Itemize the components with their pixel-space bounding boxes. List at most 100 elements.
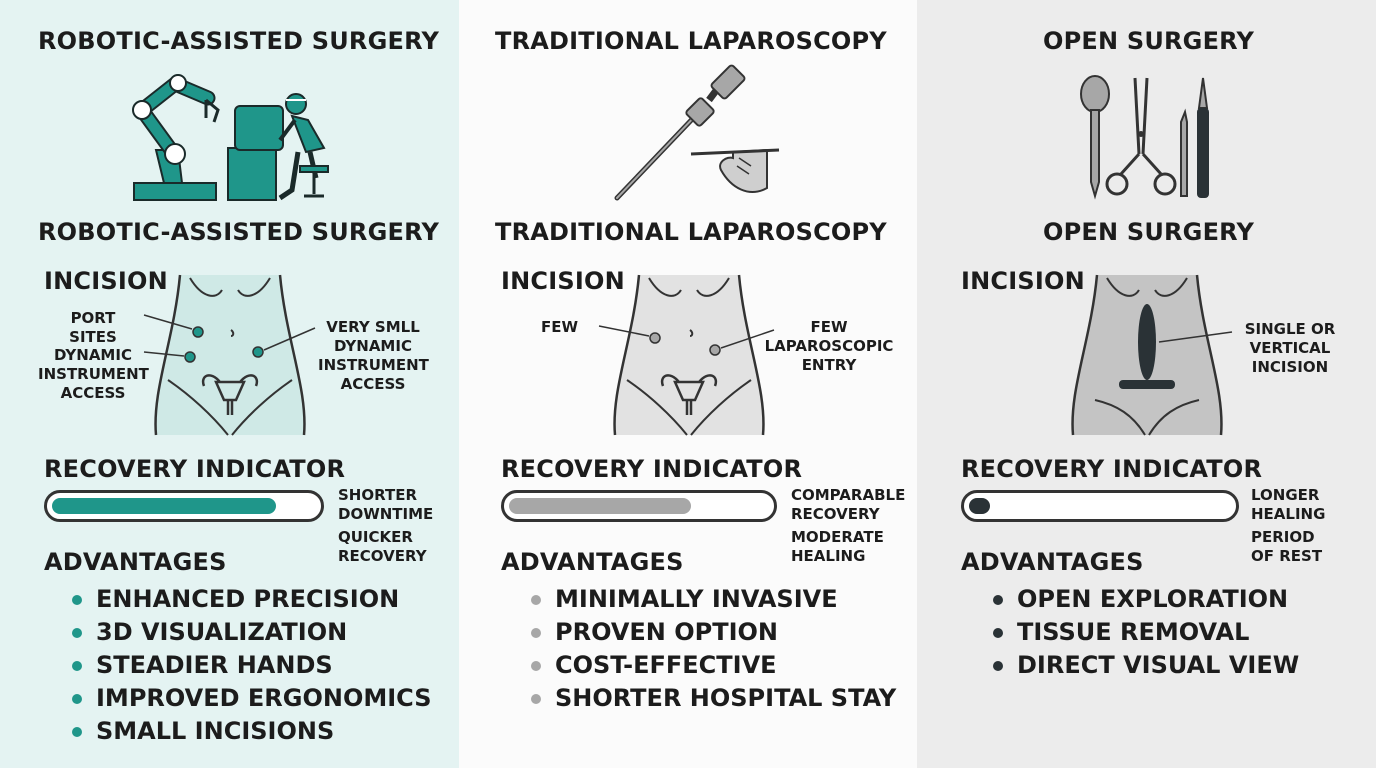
note-line: INCISION — [1251, 358, 1329, 376]
column-subtitle: OPEN SURGERY — [1043, 218, 1255, 246]
advantage-text: SHORTER HOSPITAL STAY — [555, 684, 897, 712]
note-line: OF REST — [1251, 547, 1323, 565]
note-line: VERY SMLL — [326, 318, 420, 336]
incision-note-left: PORT SITES — [62, 309, 124, 347]
abdomen-torso-icon — [598, 274, 775, 436]
open-surgery-column: OPEN SURGERY OPEN SURGERY INCISION SIN — [917, 0, 1376, 768]
note-line: FEW — [541, 318, 579, 336]
note-line: HEALING — [791, 547, 866, 565]
note-line: MODERATE — [791, 528, 884, 546]
advantage-item: OPEN EXPLORATION — [993, 583, 1299, 616]
advantage-item: IMPROVED ERGONOMICS — [72, 682, 432, 715]
note-line: COMPARABLE — [791, 486, 906, 504]
incision-note-right: VERY SMLL DYNAMIC INSTRUMENT ACCESS — [318, 318, 429, 394]
note-line: RECOVERY — [338, 547, 427, 565]
advantages-list: MINIMALLY INVASIVE PROVEN OPTION COST-EF… — [531, 583, 896, 715]
advantage-text: IMPROVED ERGONOMICS — [96, 684, 432, 712]
recovery-indicator-bar — [961, 490, 1239, 522]
bullet-icon — [531, 595, 541, 605]
advantage-text: MINIMALLY INVASIVE — [555, 585, 838, 613]
bullet-icon — [531, 661, 541, 671]
recovery-indicator-fill — [52, 498, 276, 514]
bullet-icon — [72, 628, 82, 638]
advantage-text: SMALL INCISIONS — [96, 717, 335, 745]
note-line: LONGER — [1251, 486, 1320, 504]
abdomen-torso-icon — [143, 274, 316, 436]
laparoscope-hand-icon — [614, 64, 780, 201]
advantage-item: DIRECT VISUAL VIEW — [993, 649, 1299, 682]
note-line: INSTRUMENT — [318, 356, 429, 374]
advantage-text: TISSUE REMOVAL — [1017, 618, 1250, 646]
note-line: VERTICAL — [1249, 339, 1331, 357]
advantage-text: COST-EFFECTIVE — [555, 651, 777, 679]
recovery-heading: RECOVERY INDICATOR — [501, 455, 803, 483]
column-subtitle: TRADITIONAL LAPAROSCOPY — [495, 218, 887, 246]
column-title: TRADITIONAL LAPAROSCOPY — [495, 27, 887, 55]
column-title: OPEN SURGERY — [1043, 27, 1255, 55]
note-line: DYNAMIC — [334, 337, 412, 355]
note-line: DYNAMIC — [54, 346, 132, 364]
advantage-item: TISSUE REMOVAL — [993, 616, 1299, 649]
recovery-indicator-bar — [501, 490, 777, 522]
advantage-item: SMALL INCISIONS — [72, 715, 432, 748]
note-line: HEALING — [1251, 505, 1326, 523]
bullet-icon — [72, 661, 82, 671]
advantage-text: 3D VISUALIZATION — [96, 618, 348, 646]
note-line: ENTRY — [801, 356, 857, 374]
bullet-icon — [993, 628, 1003, 638]
bullet-icon — [531, 694, 541, 704]
bullet-icon — [993, 661, 1003, 671]
incision-note-left: FEW — [541, 318, 578, 337]
advantage-item: MINIMALLY INVASIVE — [531, 583, 896, 616]
bullet-icon — [72, 595, 82, 605]
advantage-item: COST-EFFECTIVE — [531, 649, 896, 682]
incision-heading: INCISION — [501, 267, 625, 295]
note-line: DOWNTIME — [338, 505, 434, 523]
incision-note-left-2: DYNAMIC INSTRUMENT ACCESS — [38, 346, 149, 403]
abdomen-torso-icon — [1071, 274, 1233, 436]
advantage-text: STEADIER HANDS — [96, 651, 333, 679]
note-line: LAPAROSCOPIC — [764, 337, 894, 355]
note-line: FEW — [810, 318, 848, 336]
bullet-icon — [72, 694, 82, 704]
column-subtitle: ROBOTIC-ASSISTED SURGERY — [38, 218, 440, 246]
bullet-icon — [993, 595, 1003, 605]
incision-note-right: FEW LAPAROSCOPIC ENTRY — [759, 318, 899, 375]
surgical-robot-console-icon — [132, 74, 329, 201]
advantage-text: PROVEN OPTION — [555, 618, 779, 646]
note-line: ACCESS — [340, 375, 406, 393]
recovery-indicator-fill — [969, 498, 990, 514]
advantages-heading: ADVANTAGES — [501, 548, 684, 576]
note-line: PORT — [70, 309, 116, 327]
recovery-heading: RECOVERY INDICATOR — [961, 455, 1263, 483]
advantage-item: STEADIER HANDS — [72, 649, 432, 682]
advantages-heading: ADVANTAGES — [44, 548, 227, 576]
note-line: PERIOD — [1251, 528, 1315, 546]
incision-heading: INCISION — [44, 267, 168, 295]
advantages-list: ENHANCED PRECISION 3D VISUALIZATION STEA… — [72, 583, 432, 748]
note-line: SHORTER — [338, 486, 418, 504]
column-title: ROBOTIC-ASSISTED SURGERY — [38, 27, 440, 55]
note-line: QUICKER — [338, 528, 413, 546]
surgical-instruments-icon — [1080, 75, 1209, 200]
note-line: SITES — [69, 328, 117, 346]
advantage-item: SHORTER HOSPITAL STAY — [531, 682, 896, 715]
note-line: RECOVERY — [791, 505, 880, 523]
advantage-text: ENHANCED PRECISION — [96, 585, 400, 613]
bullet-icon — [72, 727, 82, 737]
recovery-note: COMPARABLE RECOVERY MODERATE HEALING — [791, 486, 905, 566]
note-line: INSTRUMENT — [38, 365, 149, 383]
incision-heading: INCISION — [961, 267, 1085, 295]
note-line: SINGLE OR — [1244, 320, 1336, 338]
advantages-list: OPEN EXPLORATION TISSUE REMOVAL DIRECT V… — [993, 583, 1299, 682]
advantage-item: ENHANCED PRECISION — [72, 583, 432, 616]
recovery-indicator-fill — [509, 498, 691, 514]
advantages-heading: ADVANTAGES — [961, 548, 1144, 576]
recovery-note: LONGER HEALING PERIOD OF REST — [1251, 486, 1325, 566]
laparoscopy-column: TRADITIONAL LAPAROSCOPY TRADITIONAL LAPA… — [459, 0, 917, 768]
advantage-item: 3D VISUALIZATION — [72, 616, 432, 649]
advantage-text: DIRECT VISUAL VIEW — [1017, 651, 1300, 679]
incision-note-right: SINGLE OR VERTICAL INCISION — [1235, 320, 1345, 377]
note-line: ACCESS — [60, 384, 126, 402]
recovery-note: SHORTER DOWNTIME QUICKER RECOVERY — [338, 486, 433, 566]
